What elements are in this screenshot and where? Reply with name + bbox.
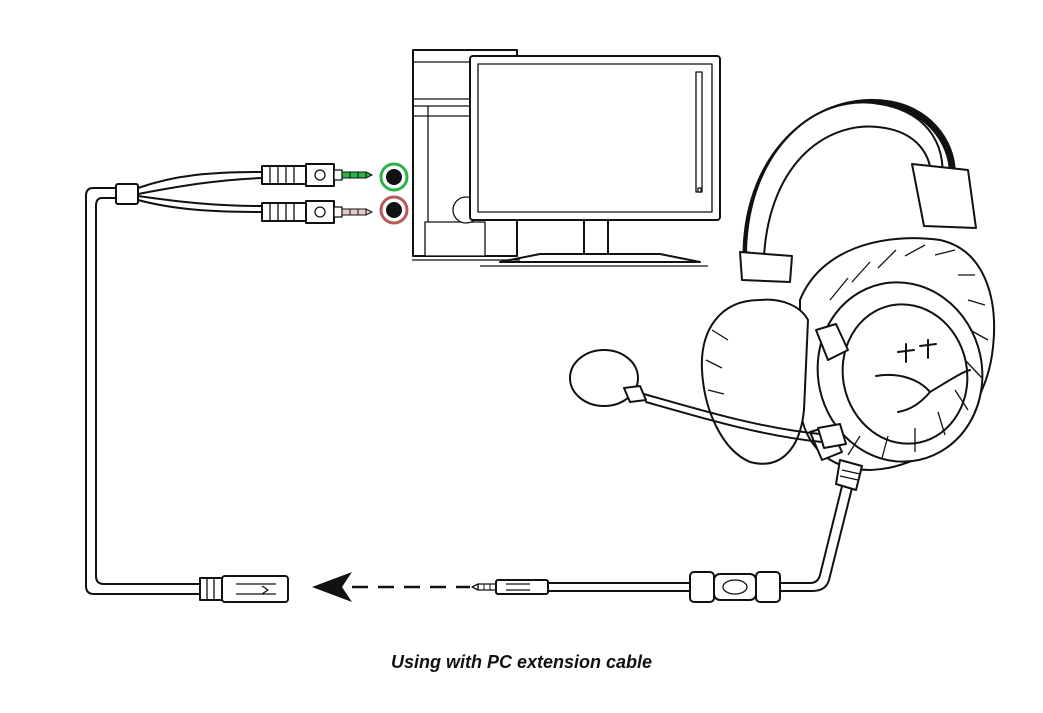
mic-plug-icon — [261, 163, 374, 187]
headphone-jack-icon — [379, 195, 409, 225]
female-socket-icon — [199, 575, 289, 603]
microphone-boom-icon — [569, 349, 847, 449]
monitor-icon — [412, 55, 721, 267]
splitter-cable-icon — [85, 171, 263, 595]
headphone-plug-icon — [261, 200, 374, 224]
headset-plug-icon — [471, 579, 549, 595]
headset-cable-icon — [547, 469, 857, 603]
headset-icon — [700, 99, 996, 491]
mic-jack-icon — [379, 162, 409, 192]
dashed-arrow-icon — [312, 572, 470, 602]
diagram-caption: Using with PC extension cable — [390, 652, 653, 672]
